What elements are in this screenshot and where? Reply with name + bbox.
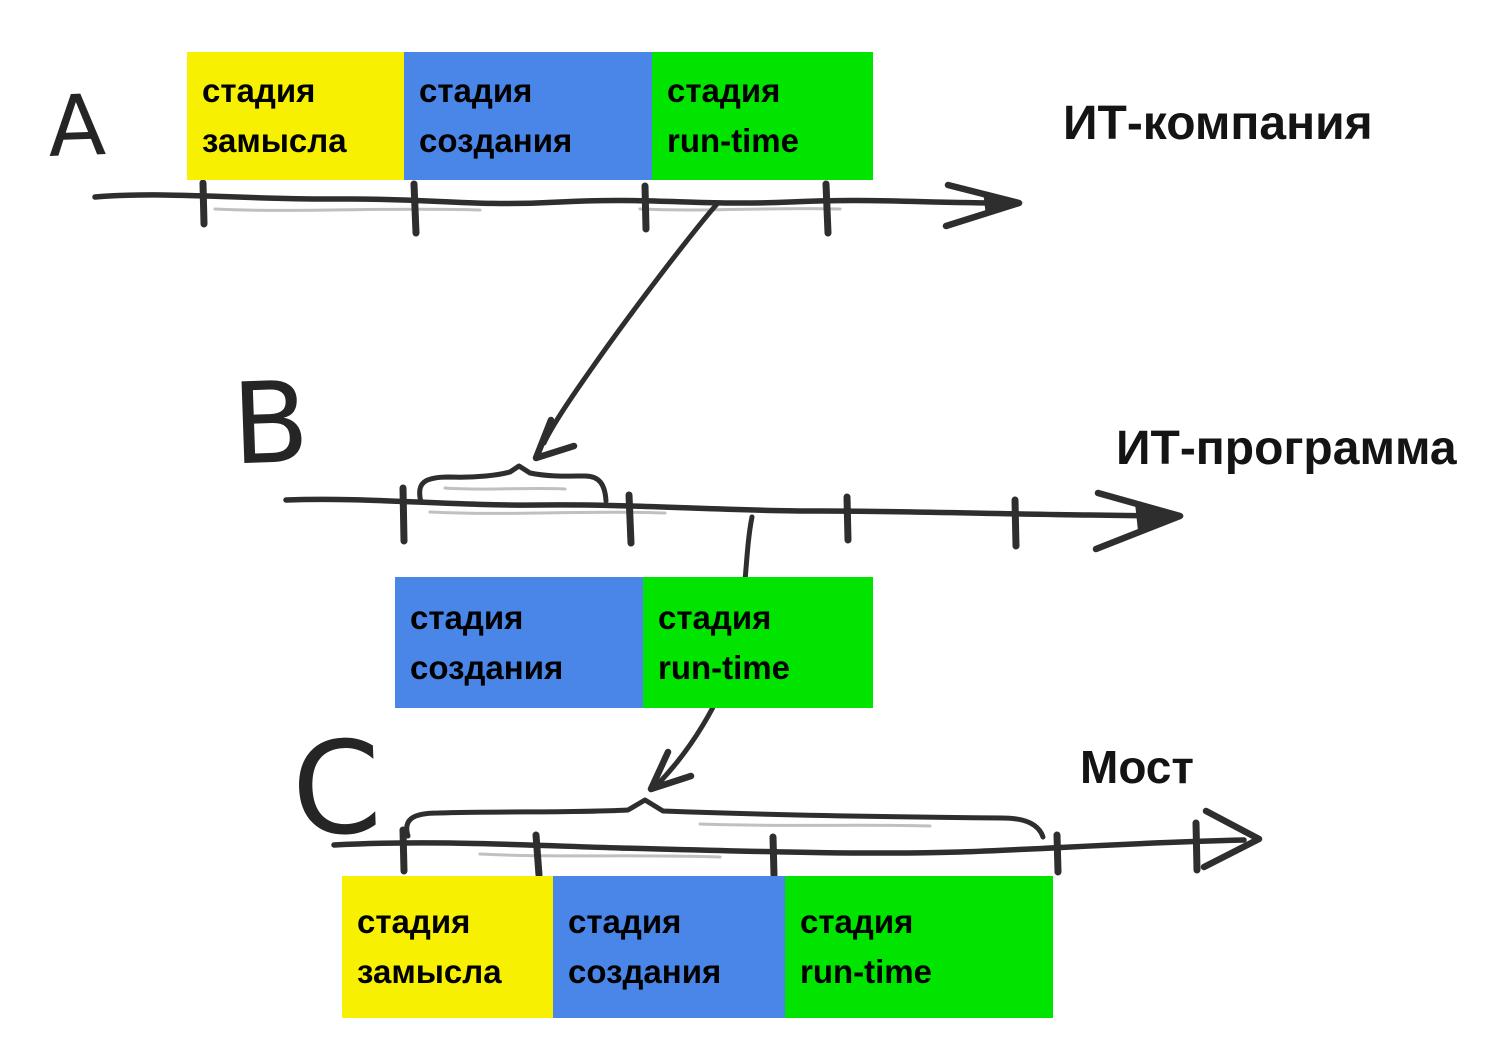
stage-label-line: стадия <box>800 903 914 940</box>
stage-label-line: run-time <box>800 953 932 990</box>
timeline-a-axis <box>92 192 1011 212</box>
stage-box-a-concept: стадия замысла <box>187 52 404 180</box>
bracket-b <box>417 463 609 505</box>
stage-label-line: создания <box>410 648 564 686</box>
stage-label-line: стадия <box>357 903 471 940</box>
timeline-c-ticks <box>399 819 1201 879</box>
stage-label-line: run-time <box>667 122 799 159</box>
timeline-b-axis <box>283 496 1163 519</box>
stage-box-a-runtime: стадия run-time <box>652 52 873 180</box>
timeline-b-system-label: ИТ-программа <box>1116 422 1457 475</box>
stage-label-line: замысла <box>202 122 347 159</box>
timeline-a-system-label: ИТ-компания <box>1063 97 1373 150</box>
timeline-a-ticks <box>199 179 832 237</box>
timeline-b-arrowhead <box>1092 489 1184 553</box>
stage-box-b-creation: стадия создания <box>395 577 643 708</box>
timeline-a-letter: A <box>46 76 108 176</box>
timeline-c-letter: C <box>289 713 384 866</box>
timeline-b-letter: B <box>229 357 312 491</box>
stage-label-line: run-time <box>658 648 790 686</box>
arrow-a-to-b <box>532 201 720 462</box>
timeline-c-system-label: Мост <box>1080 741 1194 793</box>
stage-label-line: стадия <box>568 903 682 940</box>
stage-box-c-runtime: стадия run-time <box>785 876 1053 1018</box>
stage-label-line: создания <box>419 122 573 159</box>
stage-box-c-creation: стадия создания <box>553 876 785 1018</box>
stage-box-c-concept: стадия замысла <box>342 876 553 1018</box>
timeline-c-arrowhead <box>1200 807 1263 871</box>
stage-label-line: стадия <box>667 72 781 109</box>
timeline-c-axis <box>331 837 1247 859</box>
stage-box-a-creation: стадия создания <box>404 52 652 180</box>
stage-label-line: стадия <box>410 598 524 636</box>
stage-label-line: стадия <box>202 72 316 109</box>
stage-label-line: создания <box>568 953 722 990</box>
stage-label-line: стадия <box>658 598 772 636</box>
stage-box-b-runtime: стадия run-time <box>643 577 873 708</box>
timeline-b-ticks <box>399 484 1020 550</box>
stage-label-line: замысла <box>357 953 502 990</box>
timeline-a-arrowhead <box>942 181 1023 230</box>
bracket-c <box>404 797 1046 840</box>
stage-label-line: стадия <box>419 72 533 109</box>
